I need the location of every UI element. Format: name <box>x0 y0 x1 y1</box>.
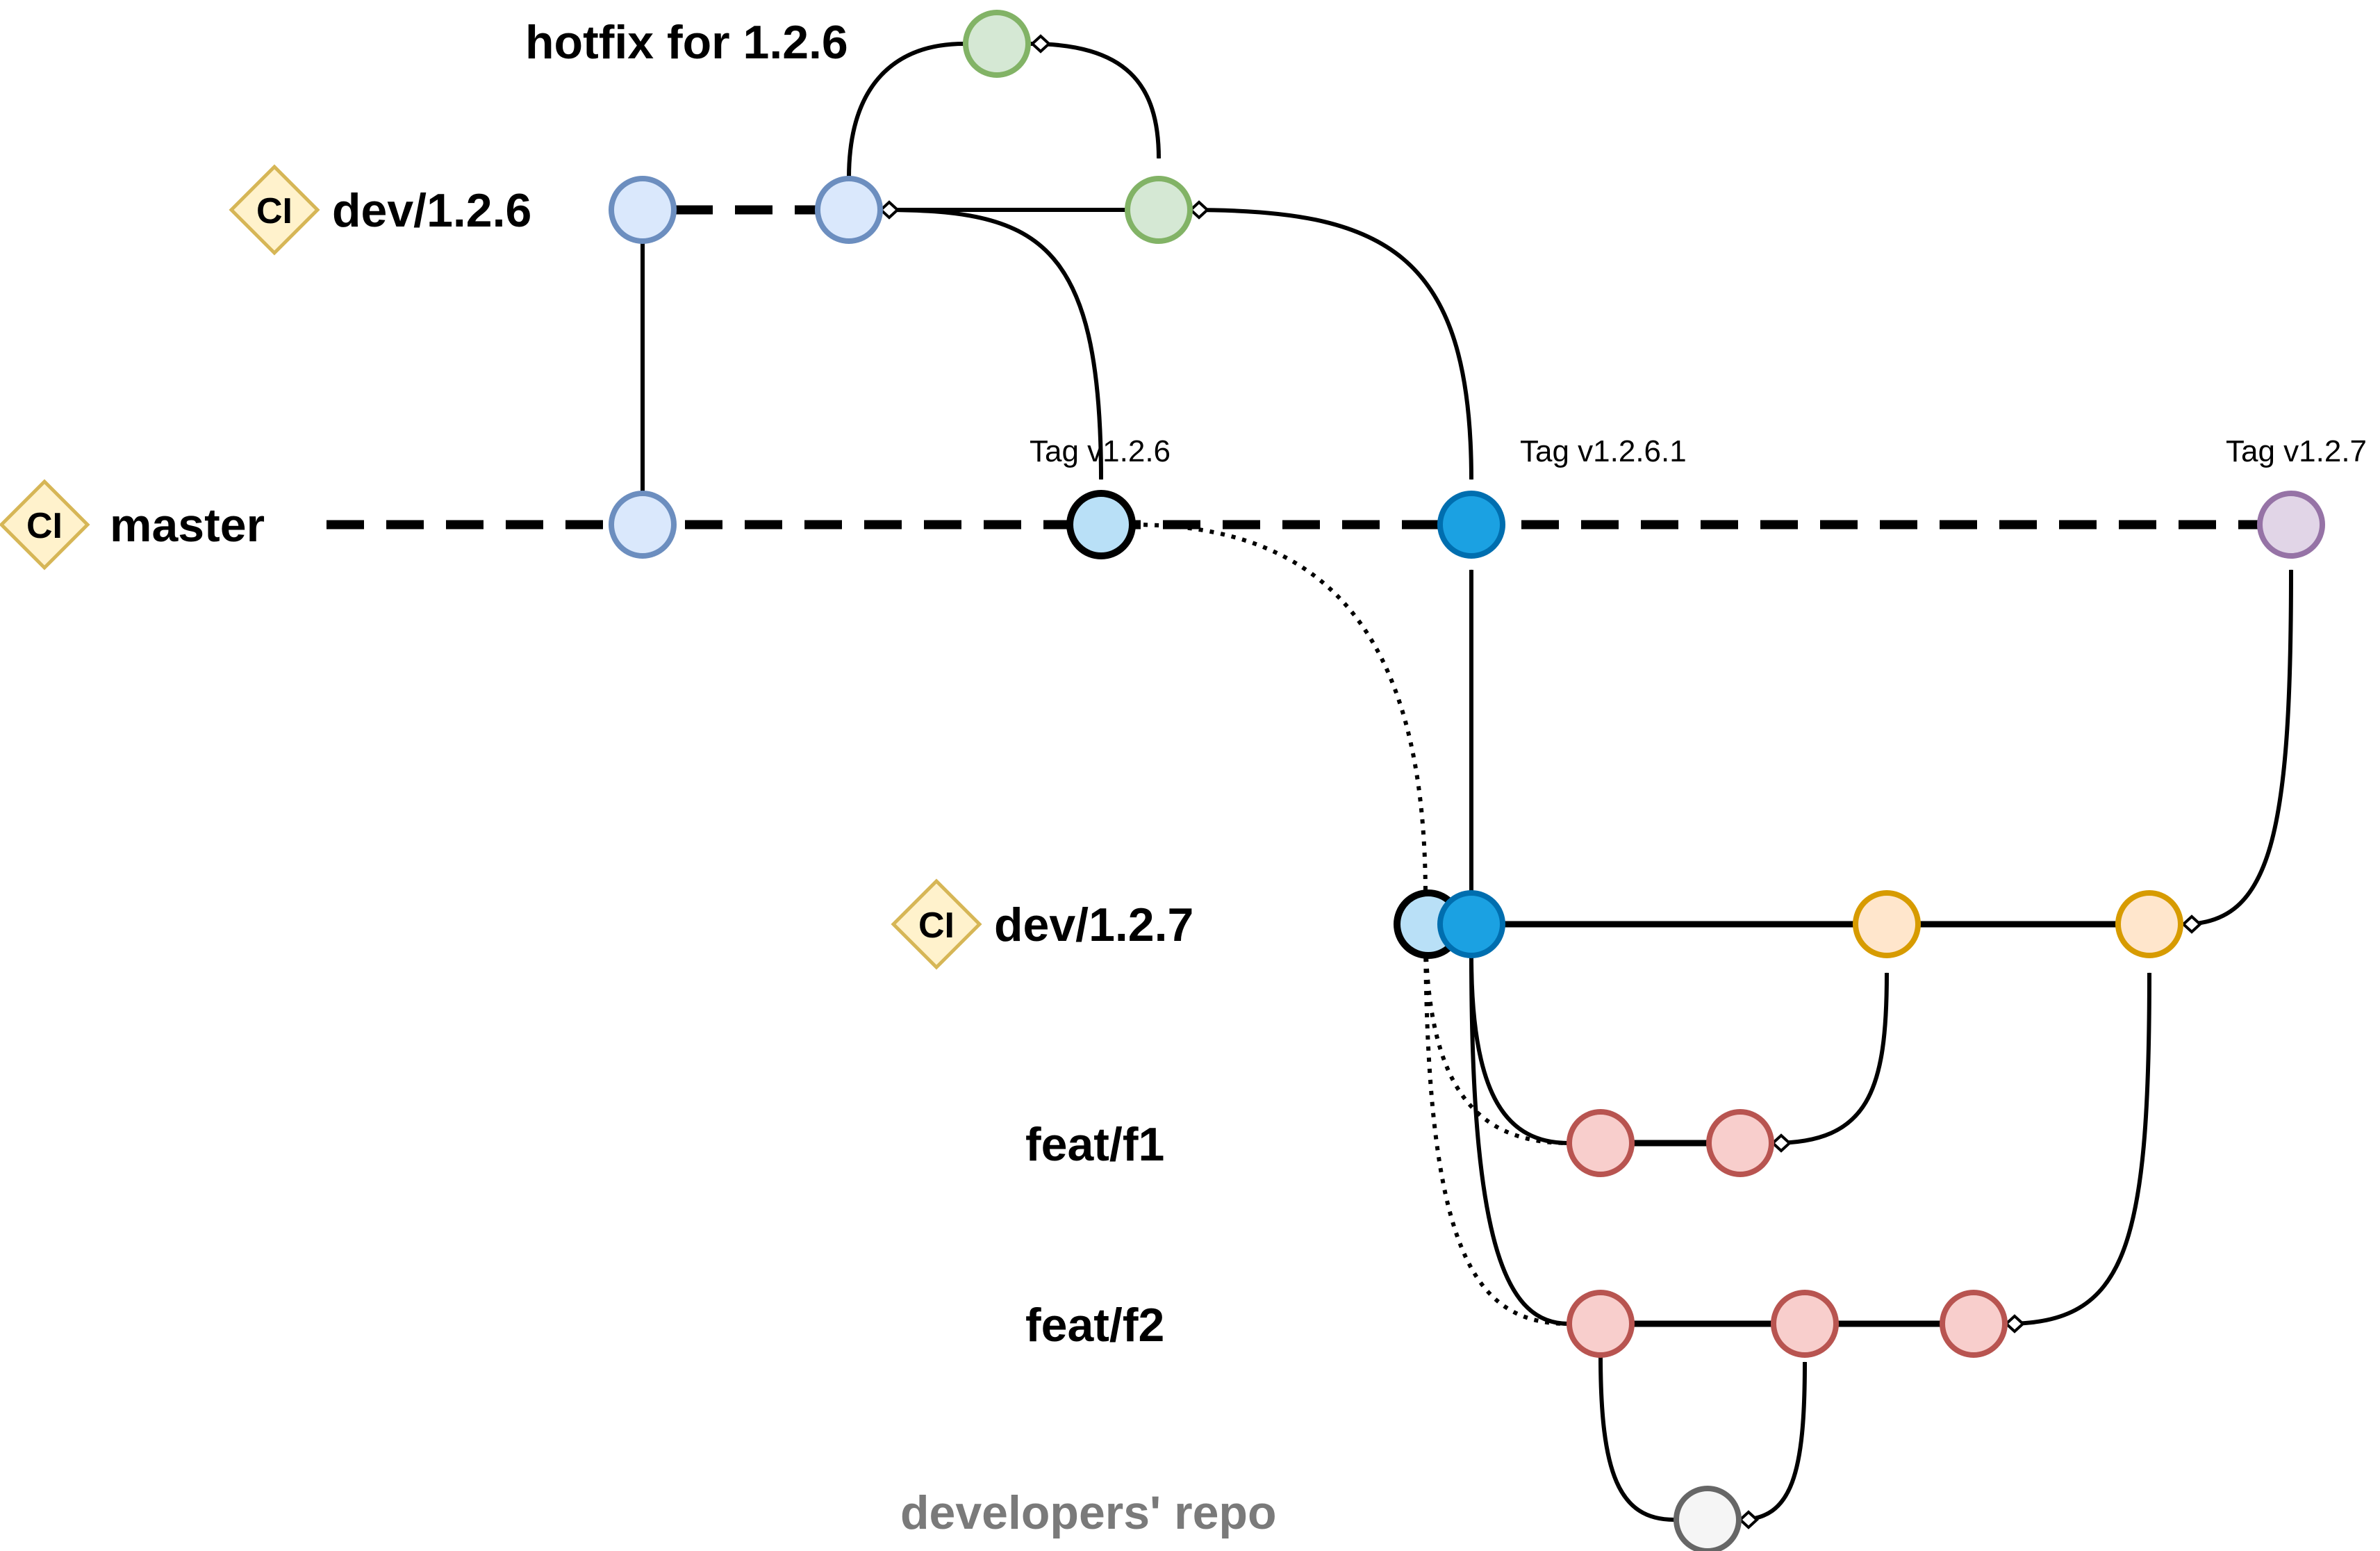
branch-label-hotfix: hotfix for 1.2.6 <box>525 16 848 69</box>
hotfix-merge-curve <box>1030 42 1161 159</box>
feat-f1-commit-2[interactable] <box>1706 1109 1774 1177</box>
ci-badge-master: CI <box>0 479 90 571</box>
master-tag126-commit[interactable] <box>1066 490 1136 559</box>
commits <box>609 10 2325 1551</box>
dev126-commit[interactable] <box>815 176 883 244</box>
tag-label-v1261: Tag v1.2.6.1 <box>1520 434 1687 468</box>
hotfix-branch-off-curve <box>847 42 965 179</box>
branch-label-dev127: dev/1.2.7 <box>994 898 1193 951</box>
ci-diamond-icon <box>229 164 320 256</box>
master-tag127-commit[interactable] <box>2257 491 2325 559</box>
feat-f2-commit-3[interactable] <box>1940 1290 2008 1358</box>
dev127-diamond <box>2181 914 2202 934</box>
devrepo-commit[interactable] <box>1674 1486 1742 1551</box>
dev127-f2-merge-commit[interactable] <box>2115 890 2183 958</box>
branch-label-dev126: dev/1.2.6 <box>332 184 531 237</box>
feat-f2-commit-2[interactable] <box>1771 1290 1839 1358</box>
hotfix-commit[interactable] <box>963 10 1031 78</box>
devrepo-branch-off-curve <box>1598 1355 1675 1522</box>
ci-badge-text: CI <box>918 905 955 946</box>
tag126-to-f1-dotted <box>1423 924 1569 1145</box>
feat-f2-commit-1[interactable] <box>1567 1290 1635 1358</box>
branch-label-developers-repo: developers' repo <box>900 1486 1276 1539</box>
tag126-to-f2-dotted <box>1423 924 1569 1326</box>
f2-merge-curve <box>2006 972 2151 1326</box>
dev126-diamond <box>879 200 900 220</box>
devrepo-diamond <box>1738 1510 1759 1529</box>
hotfix-diamond <box>1189 200 1209 220</box>
tag126-to-dev127-dotted <box>1132 523 1428 897</box>
ci-badge-text: CI <box>26 506 63 546</box>
branch-label-feat-f1: feat/f1 <box>1025 1118 1164 1171</box>
dev127-f1-merge-commit[interactable] <box>1853 890 1921 958</box>
dev127-start-commit[interactable] <box>1437 890 1505 958</box>
dev126-root-commit[interactable] <box>609 176 677 244</box>
ci-badge-text: CI <box>256 191 292 231</box>
feat-f1-commit-1[interactable] <box>1567 1109 1635 1177</box>
dev126-hotfix-merge-commit[interactable] <box>1125 176 1193 244</box>
ci-badge-dev127: CI <box>891 878 982 970</box>
devrepo-merge-curve <box>1739 1361 1807 1522</box>
f1-merge-curve <box>1772 972 1889 1145</box>
branch-label-feat-f2: feat/f2 <box>1025 1299 1164 1352</box>
ci-diamond-icon <box>891 878 982 970</box>
dev127-to-tag127-curve <box>2183 569 2293 926</box>
master-tag1261-commit[interactable] <box>1437 491 1505 559</box>
f2-diamond <box>2004 1314 2025 1333</box>
dev126-to-tag126-curve <box>880 208 1103 480</box>
connectors <box>327 34 2293 1529</box>
branch-label-master: master <box>110 499 265 552</box>
hotfix-merge-diamond <box>1030 34 1051 54</box>
tag-label-v126: Tag v1.2.6 <box>1030 434 1171 468</box>
ci-diamond-icon <box>0 479 90 571</box>
dev127-to-f1-curve <box>1469 955 1569 1145</box>
tag-label-v127: Tag v1.2.7 <box>2226 434 2367 468</box>
f1-diamond <box>1771 1133 1792 1153</box>
dev127-to-f2-curve <box>1469 955 1569 1326</box>
ci-badge-dev126: CI <box>229 164 320 256</box>
dev126-to-tag1261-curve <box>1190 208 1473 480</box>
master-commit[interactable] <box>609 491 677 559</box>
